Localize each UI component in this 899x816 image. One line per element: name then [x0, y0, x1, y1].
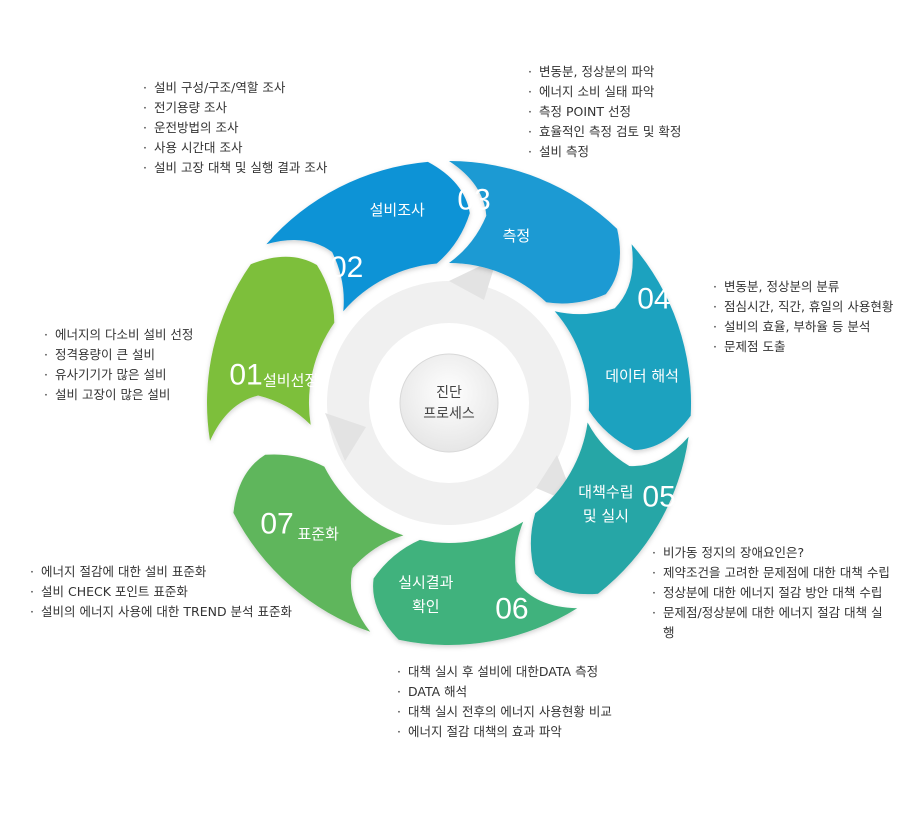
center-circle: 진단 프로세스 — [399, 353, 499, 453]
ring-segment-04 — [554, 244, 692, 450]
ring-segment-05 — [530, 422, 689, 595]
note-item: 설비 고장 대책 및 실행 결과 조사 — [143, 158, 327, 178]
step-number-06: 06 — [495, 593, 528, 626]
note-item: 정상분에 대한 에너지 절감 방안 대책 수립 — [652, 583, 893, 603]
note-item: 문제점/정상분에 대한 에너지 절감 대책 실행 — [652, 603, 893, 643]
step-number-02: 02 — [330, 251, 363, 284]
notes-step-06: 대책 실시 후 설비에 대한DATA 측정 DATA 해석 대책 실시 전후의 … — [397, 662, 612, 742]
ring-segment-06 — [373, 521, 578, 645]
note-item: 문제점 도출 — [713, 337, 893, 357]
note-item: 설비 CHECK 포인트 표준화 — [30, 582, 292, 602]
step-number-07: 07 — [260, 508, 293, 541]
step-label-04: 데이터 해석 — [605, 367, 679, 385]
notes-step-05: 비가동 정지의 장애요인은? 제약조건을 고려한 문제점에 대한 대책 수립 정… — [652, 543, 893, 643]
step-label-line2-05: 및 실시 — [583, 507, 629, 525]
notes-step-07: 에너지 절감에 대한 설비 표준화 설비 CHECK 포인트 표준화 설비의 에… — [30, 562, 292, 622]
center-title-line1: 진단 — [436, 385, 462, 401]
note-item: 비가동 정지의 장애요인은? — [652, 543, 893, 563]
notes-step-04: 변동분, 정상분의 분류 점심시간, 직간, 휴일의 사용현황 설비의 효율, … — [713, 277, 893, 357]
note-item: 유사기기가 많은 설비 — [44, 365, 193, 385]
step-label-07: 표준화 — [297, 525, 339, 543]
note-item: 대책 실시 후 설비에 대한DATA 측정 — [397, 662, 612, 682]
step-number-04: 04 — [637, 283, 670, 316]
step-label-01: 설비선정 — [263, 372, 318, 390]
note-item: 정격용량이 큰 설비 — [44, 345, 193, 365]
note-item: 에너지의 다소비 설비 선정 — [44, 325, 193, 345]
note-item: DATA 해석 — [397, 682, 612, 702]
note-item: 설비 고장이 많은 설비 — [44, 385, 193, 405]
step-label-03: 측정 — [503, 227, 531, 245]
step-label-06: 실시결과 — [398, 574, 453, 592]
note-item: 제약조건을 고려한 문제점에 대한 대책 수립 — [652, 563, 893, 583]
ring-segment-02 — [266, 161, 470, 312]
note-item: 변동분, 정상분의 분류 — [713, 277, 893, 297]
note-item: 전기용량 조사 — [143, 98, 327, 118]
center-title-line2: 프로세스 — [423, 406, 475, 422]
note-item: 운전방법의 조사 — [143, 118, 327, 138]
note-item: 사용 시간대 조사 — [143, 138, 327, 158]
step-label-05: 대책수립 — [578, 483, 633, 501]
note-item: 대책 실시 전후의 에너지 사용현황 비교 — [397, 702, 612, 722]
step-number-01: 01 — [229, 359, 262, 392]
notes-step-01: 에너지의 다소비 설비 선정 정격용량이 큰 설비 유사기기가 많은 설비 설비… — [44, 325, 193, 405]
note-item: 측정 POINT 선정 — [528, 102, 681, 122]
step-number-05: 05 — [642, 481, 675, 514]
note-item: 설비 구성/구조/역할 조사 — [143, 78, 327, 98]
note-item: 점심시간, 직간, 휴일의 사용현황 — [713, 297, 893, 317]
notes-step-03: 변동분, 정상분의 파악 에너지 소비 실태 파악 측정 POINT 선정 효율… — [528, 62, 681, 162]
ring-segment-03 — [449, 161, 620, 304]
note-item: 설비의 에너지 사용에 대한 TREND 분석 표준화 — [30, 602, 292, 622]
note-item: 에너지 절감 대책의 효과 파악 — [397, 722, 612, 742]
note-item: 에너지 소비 실태 파악 — [528, 82, 681, 102]
step-label-line2-06: 확인 — [412, 598, 440, 616]
notes-step-02: 설비 구성/구조/역할 조사 전기용량 조사 운전방법의 조사 사용 시간대 조… — [143, 78, 327, 178]
note-item: 에너지 절감에 대한 설비 표준화 — [30, 562, 292, 582]
note-item: 변동분, 정상분의 파악 — [528, 62, 681, 82]
ring-segment-07 — [233, 454, 404, 632]
note-item: 설비 측정 — [528, 142, 681, 162]
step-number-03: 03 — [457, 184, 490, 217]
note-item: 설비의 효율, 부하율 등 분석 — [713, 317, 893, 337]
ring-segment-01 — [207, 256, 335, 441]
note-item: 효율적인 측정 검토 및 확정 — [528, 122, 681, 142]
step-label-02: 설비조사 — [370, 201, 425, 219]
